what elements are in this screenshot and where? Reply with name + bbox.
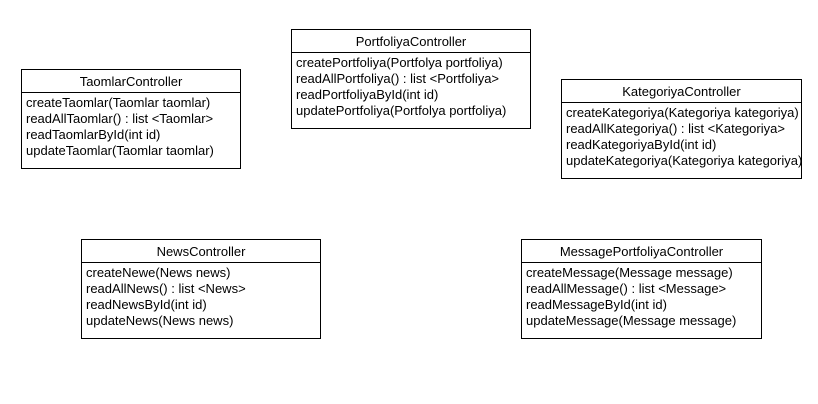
method-read-by-id: readPortfoliyaById(int id) [296, 87, 439, 102]
method-read-all: readAllPortfoliya() : list <Portfoliya> [296, 71, 500, 86]
methods-compartment: createNewe(News news) readAllNews() : li… [82, 263, 320, 333]
kategoriya-controller-class[interactable]: KategoriyaController createKategoriya(Ka… [561, 79, 802, 179]
methods-compartment: createMessage(Message message) readAllMe… [522, 263, 761, 333]
news-controller-class[interactable]: NewsController createNewe(News news) rea… [81, 239, 321, 339]
methods-compartment: createTaomlar(Taomlar taomlar) readAllTa… [22, 93, 240, 163]
method-read-all: readAllNews() : list <News> [86, 281, 246, 296]
method-read-all: readAllKategoriya() : list <Kategoriya> [566, 121, 785, 136]
method-update: updateNews(News news) [86, 313, 234, 328]
portfoliya-controller-class[interactable]: PortfoliyaController createPortfoliya(Po… [291, 29, 531, 129]
method-update: updateMessage(Message message) [526, 313, 737, 328]
method-read-by-id: readMessageById(int id) [526, 297, 667, 312]
method-read-all: readAllMessage() : list <Message> [526, 281, 727, 296]
method-create: createMessage(Message message) [526, 265, 733, 280]
class-name: NewsController [82, 240, 320, 263]
method-read-by-id: readKategoriyaById(int id) [566, 137, 717, 152]
method-read-by-id: readNewsById(int id) [86, 297, 207, 312]
taomlar-controller-class[interactable]: TaomlarController createTaomlar(Taomlar … [21, 69, 241, 169]
class-name: TaomlarController [22, 70, 240, 93]
method-create: createNewe(News news) [86, 265, 231, 280]
methods-compartment: createPortfoliya(Portfolya portfoliya) r… [292, 53, 530, 123]
method-update: updatePortfoliya(Portfolya portfoliya) [296, 103, 507, 118]
message-portfoliya-controller-class[interactable]: MessagePortfoliyaController createMessag… [521, 239, 762, 339]
method-create: createPortfoliya(Portfolya portfoliya) [296, 55, 503, 70]
class-name: PortfoliyaController [292, 30, 530, 53]
method-update: updateKategoriya(Kategoriya kategoriya) [566, 153, 801, 168]
class-name: MessagePortfoliyaController [522, 240, 761, 263]
methods-compartment: createKategoriya(Kategoriya kategoriya) … [562, 103, 801, 173]
method-create: createTaomlar(Taomlar taomlar) [26, 95, 211, 110]
class-name: KategoriyaController [562, 80, 801, 103]
method-read-all: readAllTaomlar() : list <Taomlar> [26, 111, 214, 126]
method-create: createKategoriya(Kategoriya kategoriya) [566, 105, 799, 120]
method-update: updateTaomlar(Taomlar taomlar) [26, 143, 214, 158]
method-read-by-id: readTaomlarById(int id) [26, 127, 161, 142]
